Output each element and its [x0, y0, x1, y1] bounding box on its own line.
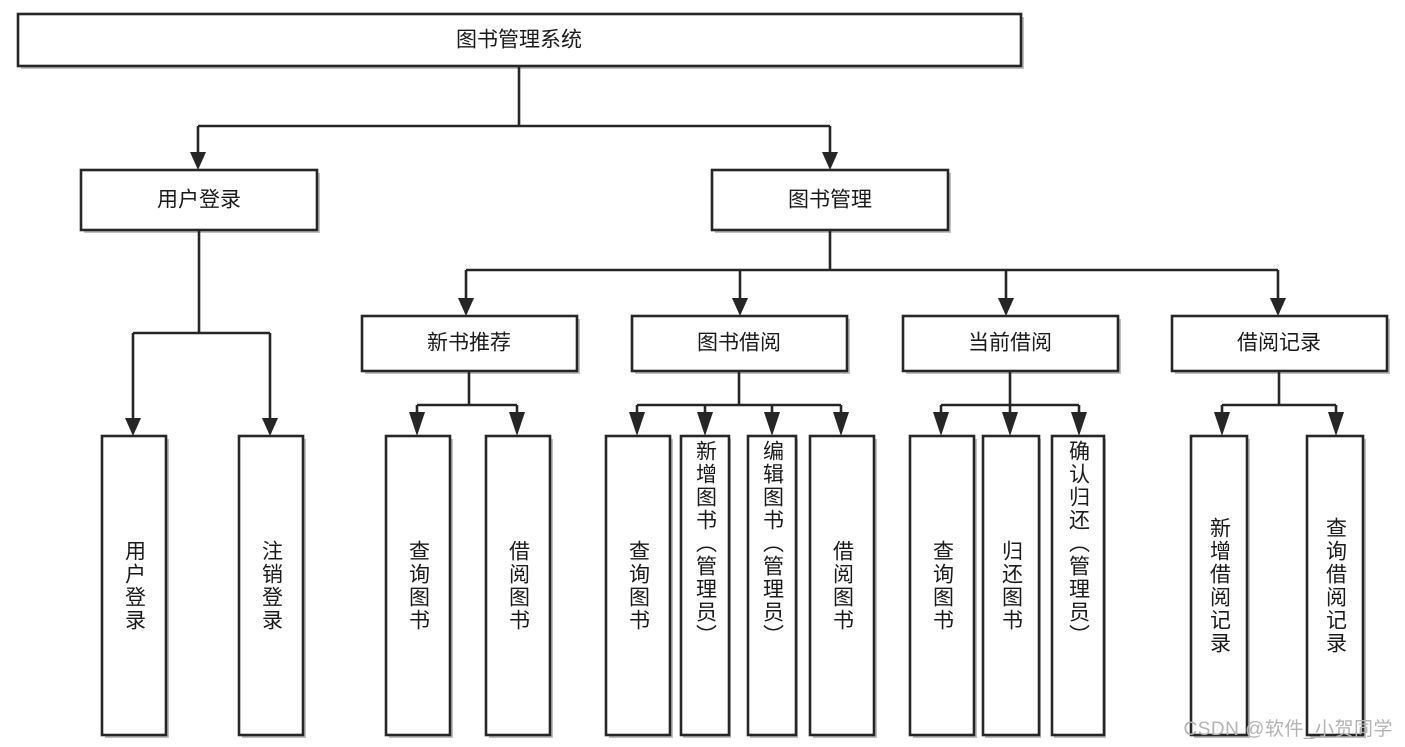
node-leaf-add-book[interactable]	[679, 434, 731, 738]
node-book-borrow-rect	[630, 314, 849, 373]
arrow-to-book-borrow	[732, 298, 748, 316]
node-current-borrow-label: 当前借阅	[968, 332, 1052, 355]
leaf-label-wrap-query-record: 查询借阅记录	[1307, 436, 1363, 735]
arrow-to-user-login	[190, 152, 206, 170]
arrow-to-current-borrow	[998, 298, 1014, 316]
arrow-to-leaf-borrow-book-2	[833, 412, 849, 436]
node-leaf-confirm-return[interactable]	[1050, 434, 1106, 738]
connector-new-book-recommend-fanout	[409, 371, 525, 436]
node-root[interactable]: 图书管理系统	[16, 12, 1024, 69]
node-root-label: 图书管理系统	[456, 29, 582, 52]
node-leaf-query-book-1[interactable]	[384, 434, 453, 738]
node-leaf-borrow-book-1[interactable]	[484, 434, 553, 738]
arrow-to-leaf-add-record	[1214, 412, 1230, 436]
node-user-login[interactable]: 用户登录	[79, 168, 320, 233]
node-leaf-add-record[interactable]	[1189, 434, 1250, 738]
node-current-borrow[interactable]: 当前借阅	[901, 314, 1121, 374]
node-current-borrow-rect	[901, 314, 1120, 373]
node-new-book-recommend[interactable]: 新书推荐	[360, 314, 580, 374]
arrow-to-leaf-borrow-book-1	[509, 412, 525, 436]
node-leaf-query-record[interactable]	[1305, 434, 1366, 738]
leaf-label-wrap-borrow-book-2: 借阅图书	[810, 436, 874, 735]
node-leaf-user-login-label: 用户登录	[122, 539, 146, 632]
node-leaf-logout-login[interactable]	[237, 434, 306, 738]
leaf-label-wrap-query-book-3: 查询图书	[910, 436, 974, 735]
arrow-to-leaf-query-book-2	[629, 412, 645, 436]
leaf-label-wrap-borrow-book-1: 借阅图书	[486, 436, 550, 735]
node-user-login-label: 用户登录	[157, 189, 241, 212]
arrow-to-borrow-record	[1270, 298, 1286, 316]
node-book-management[interactable]: 图书管理	[710, 168, 951, 233]
arrow-to-leaf-logout-login	[262, 418, 278, 436]
node-leaf-user-login[interactable]	[100, 434, 169, 738]
arrow-to-leaf-query-book-1	[409, 412, 425, 436]
connector-book-management-fanout	[458, 230, 1286, 316]
arrow-to-leaf-return-book	[1002, 412, 1018, 436]
node-leaf-borrow-book-1-label: 借阅图书	[506, 539, 530, 632]
arrow-to-leaf-add-book	[697, 412, 713, 436]
connector-user-login-fanout	[125, 230, 278, 436]
node-leaf-query-book-1-label: 查询图书	[406, 539, 430, 632]
node-root-rect	[16, 12, 1023, 68]
leaf-boxes	[100, 434, 1366, 738]
arrow-to-book-management	[822, 152, 838, 170]
arrow-to-leaf-user-login	[125, 418, 141, 436]
arrow-to-leaf-query-book-3	[933, 412, 949, 436]
node-leaf-query-book-3[interactable]	[908, 434, 977, 738]
leaf-label-wrap-edit-book: 编辑图书（管理员）	[748, 440, 796, 731]
leaf-label-wrap-query-book-2: 查询图书	[606, 436, 670, 735]
node-leaf-return-book[interactable]	[981, 434, 1041, 738]
node-leaf-query-record-label: 查询借阅记录	[1323, 516, 1347, 655]
arrow-to-leaf-query-record	[1328, 412, 1344, 436]
connector-book-borrow-fanout	[629, 371, 849, 436]
node-book-management-rect	[710, 168, 950, 232]
node-leaf-logout-login-label: 注销登录	[259, 539, 283, 632]
arrow-to-new-book-recommend	[458, 298, 474, 316]
leaf-label-wrap-add-book: 新增图书（管理员）	[681, 440, 729, 731]
arrow-to-leaf-edit-book	[764, 412, 780, 436]
node-leaf-edit-book-label: 编辑图书（管理员）	[760, 440, 784, 647]
csdn-watermark: CSDN @软件_小贺同学	[1183, 719, 1393, 740]
connector-borrow-record-fanout	[1214, 371, 1344, 436]
node-leaf-confirm-return-label: 确认归还（管理员）	[1066, 440, 1090, 647]
connector-root-fanout	[190, 66, 838, 170]
node-borrow-record-label: 借阅记录	[1237, 332, 1321, 355]
leaf-label-wrap-return-book: 归还图书	[983, 436, 1039, 735]
node-leaf-add-record-label: 新增借阅记录	[1207, 516, 1231, 655]
node-leaf-borrow-book-2-label: 借阅图书	[830, 539, 854, 632]
arrow-to-leaf-confirm-return	[1071, 412, 1087, 436]
node-leaf-borrow-book-2[interactable]	[808, 434, 877, 738]
node-book-borrow[interactable]: 图书借阅	[630, 314, 850, 374]
node-leaf-query-book-2[interactable]	[604, 434, 673, 738]
leaf-label-wrap-confirm-return: 确认归还（管理员）	[1052, 440, 1104, 731]
leaf-label-wrap-query-book-1: 查询图书	[386, 436, 450, 735]
node-user-login-rect	[79, 168, 319, 232]
node-book-borrow-label: 图书借阅	[697, 332, 781, 355]
node-book-management-label: 图书管理	[788, 189, 872, 212]
node-leaf-return-book-label: 归还图书	[999, 539, 1023, 632]
node-leaf-edit-book[interactable]	[746, 434, 798, 738]
node-borrow-record-rect	[1170, 314, 1389, 373]
node-leaf-query-book-3-label: 查询图书	[930, 539, 954, 632]
node-leaf-query-book-2-label: 查询图书	[626, 539, 650, 632]
node-borrow-record[interactable]: 借阅记录	[1170, 314, 1390, 374]
node-leaf-add-book-label: 新增图书（管理员）	[693, 440, 717, 647]
node-new-book-recommend-label: 新书推荐	[427, 332, 511, 355]
leaf-label-wrap-add-record: 新增借阅记录	[1191, 436, 1247, 735]
connector-current-borrow-fanout	[933, 371, 1087, 436]
leaf-label-wrap-logout-login: 注销登录	[239, 436, 303, 735]
leaf-label-wrap-user-login: 用户登录	[102, 436, 166, 735]
